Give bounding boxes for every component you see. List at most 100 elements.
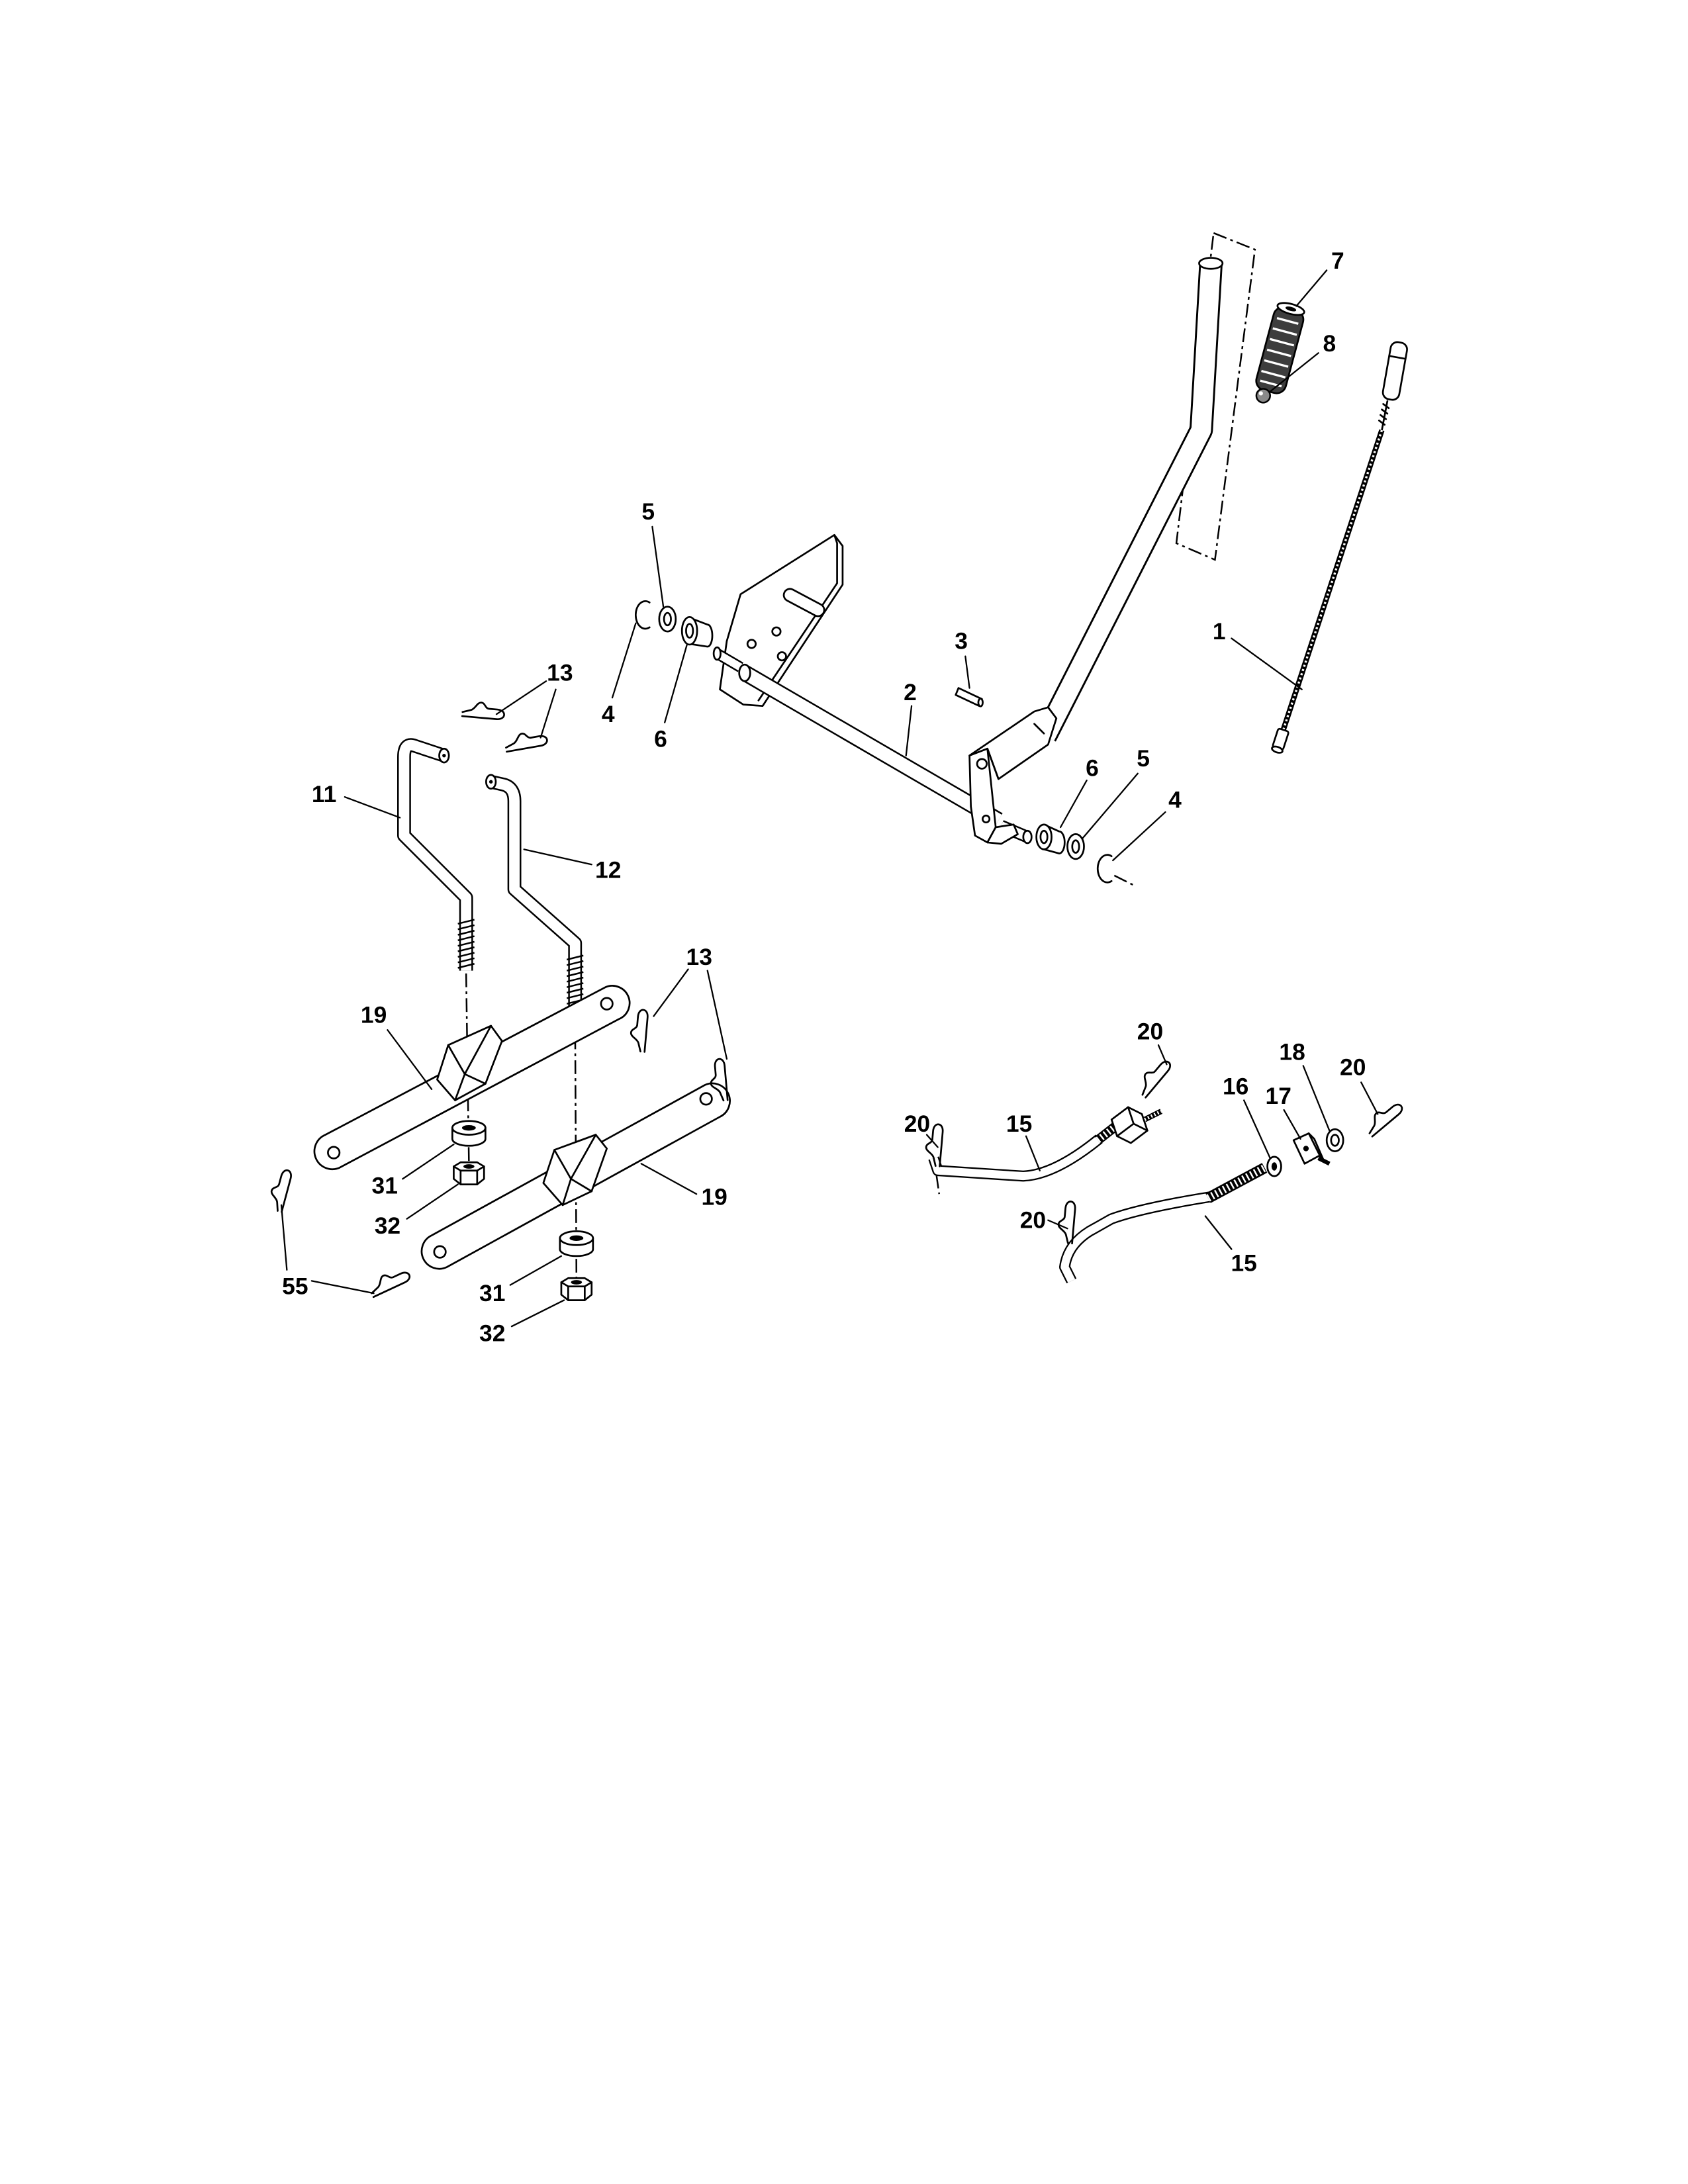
lift-link-11 <box>397 738 475 971</box>
roll-pin <box>955 687 984 707</box>
flange-nut-lower <box>559 1230 594 1257</box>
pivot-bracket-shape <box>976 758 988 770</box>
leader-line <box>1302 1065 1331 1132</box>
hairpin-clip-20a <box>1133 1054 1174 1099</box>
lift-cable-shape <box>1382 341 1408 401</box>
leader-line <box>539 688 557 739</box>
bushing-left <box>680 615 714 648</box>
callout-bushing-right: 6 <box>1086 754 1099 781</box>
callout-link-12: 12 <box>595 857 621 884</box>
lift-shaft-shape <box>738 663 751 682</box>
grip-ball-shape <box>1255 388 1272 404</box>
lift-cable <box>1271 341 1408 754</box>
hairpin-clip-13a <box>461 700 506 721</box>
callout-labels: 7 8 1 5 4 6 3 2 6 5 4 13 11 12 13 19 19 … <box>282 248 1366 1347</box>
callout-hairpin-20a: 20 <box>1137 1018 1163 1044</box>
pivot-bracket-shape <box>986 823 1019 845</box>
leader-line <box>1231 637 1303 690</box>
adjuster-rod-upper <box>928 1106 1163 1182</box>
bushing-left-shape <box>685 623 694 639</box>
leader-line <box>1295 269 1328 307</box>
callout-washer-right: 5 <box>1137 745 1150 772</box>
leader-line <box>523 848 592 866</box>
leader-line <box>640 1163 698 1195</box>
leader-line <box>406 1183 459 1220</box>
lift-link-12-shape <box>489 776 581 1008</box>
adjuster-trunnion <box>1292 1132 1331 1166</box>
lift-link-12-shape <box>489 775 583 1008</box>
leader-line <box>651 525 665 608</box>
pivot-bracket-shape <box>982 814 991 824</box>
callout-hairpin-arm: 55 <box>282 1273 308 1300</box>
callout-hex-nut-lower: 32 <box>479 1320 505 1347</box>
callout-hex-nut-upper: 32 <box>375 1212 400 1239</box>
lift-arm-lower-shape <box>553 1134 597 1206</box>
hex-nut-upper-shape <box>459 1169 479 1185</box>
lift-cable-shape-shape <box>1271 745 1284 754</box>
leader-line <box>1157 1044 1168 1066</box>
e-clip-left-shape <box>635 600 651 630</box>
adjuster-rod-upper-shape <box>1144 1109 1162 1121</box>
lift-link-11-shape <box>457 919 475 969</box>
callout-hairpin-20c: 20 <box>1020 1207 1046 1234</box>
flange-nut-upper <box>451 1120 487 1147</box>
callout-washer-left: 5 <box>641 498 655 525</box>
lift-arm-upper-shape <box>327 1146 341 1160</box>
lift-link-11-shape <box>397 738 473 971</box>
leader-line <box>495 680 547 715</box>
handle-grip <box>1255 302 1305 394</box>
adjuster-rod-lower <box>1059 1163 1268 1284</box>
hex-nut-upper <box>453 1161 485 1185</box>
leader-line <box>1204 1215 1233 1250</box>
mounting-plate-shape <box>782 588 825 617</box>
callout-link-11: 11 <box>312 781 336 807</box>
handle-grip-shape <box>1285 306 1297 312</box>
adjuster-trunnion-shape <box>1303 1146 1309 1152</box>
lift-cable-shape-shape <box>1382 341 1408 401</box>
pivot-bracket-shape <box>1033 723 1045 735</box>
leader-line <box>510 1299 565 1328</box>
callout-hairpin-20b: 20 <box>904 1111 930 1137</box>
leader-line <box>1112 811 1166 862</box>
leader-lines <box>280 269 1379 1328</box>
callout-e-clip-left: 4 <box>602 701 615 727</box>
washer-left <box>658 606 677 633</box>
leader-line <box>387 1029 433 1090</box>
leader-line <box>1283 1109 1301 1140</box>
lift-link-12 <box>485 774 584 1008</box>
callout-bushing-left: 6 <box>654 726 667 752</box>
leader-line <box>509 1255 563 1286</box>
callout-pin: 3 <box>955 628 968 655</box>
handle-grip-shape <box>1260 316 1299 388</box>
callout-grip: 7 <box>1331 248 1344 274</box>
lift-arm-upper-shape <box>600 997 614 1011</box>
lift-handle <box>1035 257 1224 742</box>
adjuster-washer <box>1266 1156 1282 1177</box>
washer-right-shape <box>1071 839 1080 854</box>
hairpin-clip-13b <box>503 728 549 753</box>
callout-hairpin-20d: 20 <box>1340 1054 1366 1080</box>
hex-nut-lower-shape <box>571 1280 583 1285</box>
lift-arm-upper-shape <box>436 1024 503 1101</box>
leader-line <box>905 705 913 756</box>
callout-adjuster-trunnion: 17 <box>1266 1083 1291 1109</box>
hairpin-clip-13c <box>628 1008 649 1053</box>
flange-nut-upper-shape <box>461 1125 476 1131</box>
lift-shaft-shape <box>1022 829 1033 844</box>
leader-line <box>611 622 637 699</box>
lift-shaft-shape <box>712 646 722 661</box>
callout-adjuster-swivel: 18 <box>1279 1039 1305 1066</box>
lift-cable-shape <box>1271 727 1289 754</box>
adjuster-trunnion-shape <box>1317 1156 1331 1166</box>
flange-nut-lower-shape <box>569 1235 584 1241</box>
mounting-plate-shape <box>757 533 838 702</box>
callout-rod-lower: 15 <box>1231 1250 1256 1276</box>
leader-line <box>1082 772 1139 839</box>
bushing-right-shape <box>1039 829 1049 844</box>
adjuster-rod-upper-shape <box>1143 1109 1163 1122</box>
leader-line <box>1360 1081 1379 1115</box>
leader-line <box>664 644 688 723</box>
adjuster-swivel-shape <box>1330 1134 1340 1147</box>
hairpin-clip-20d <box>1361 1097 1405 1138</box>
leader-line <box>706 970 728 1060</box>
